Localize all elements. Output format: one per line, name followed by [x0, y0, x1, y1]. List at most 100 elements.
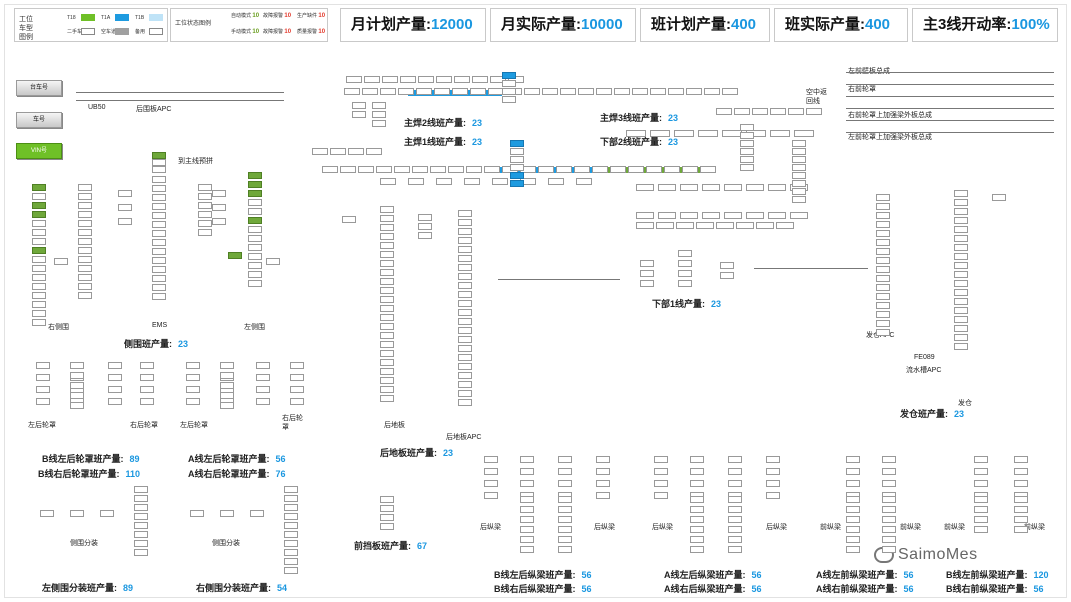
station-cell[interactable] [186, 362, 200, 369]
station-cell[interactable] [636, 222, 654, 229]
station-cell[interactable] [152, 166, 166, 173]
station-cell[interactable] [724, 212, 742, 219]
station-cell[interactable] [690, 480, 704, 487]
station-cell[interactable] [876, 248, 890, 255]
station-cell[interactable] [436, 76, 452, 83]
station-cell[interactable] [380, 395, 394, 402]
station-cell[interactable] [954, 244, 968, 251]
station-cell[interactable] [876, 329, 890, 336]
station-cell[interactable] [520, 506, 534, 513]
station-cell[interactable] [502, 80, 516, 87]
station-cell[interactable] [78, 292, 92, 299]
station-cell[interactable] [484, 468, 498, 475]
station-cell[interactable] [250, 510, 264, 517]
station-cell[interactable] [716, 108, 732, 115]
station-cell[interactable] [220, 392, 234, 399]
station-cell[interactable] [256, 374, 270, 381]
station-cell[interactable] [560, 88, 576, 95]
station-cell[interactable] [380, 251, 394, 258]
station-cell[interactable] [220, 510, 234, 517]
station-cell[interactable] [846, 546, 860, 553]
station-cell[interactable] [484, 492, 498, 499]
station-cell[interactable] [520, 456, 534, 463]
station-cell[interactable] [152, 257, 166, 264]
station-cell[interactable] [330, 148, 346, 155]
station-cell[interactable] [736, 222, 754, 229]
station-cell[interactable] [78, 274, 92, 281]
station-cell[interactable] [140, 386, 154, 393]
station-cell[interactable] [472, 76, 488, 83]
station-cell[interactable] [752, 108, 768, 115]
station-cell[interactable] [458, 345, 472, 352]
station-cell[interactable] [380, 377, 394, 384]
station-cell[interactable] [954, 208, 968, 215]
station-cell[interactable] [974, 516, 988, 523]
station-cell[interactable] [788, 108, 804, 115]
station-cell[interactable] [558, 506, 572, 513]
station-cell[interactable] [248, 181, 262, 188]
station-cell[interactable] [626, 130, 646, 137]
station-cell[interactable] [448, 166, 464, 173]
station-cell[interactable] [974, 526, 988, 533]
station-cell[interactable] [954, 298, 968, 305]
station-cell[interactable] [704, 88, 720, 95]
station-cell[interactable] [364, 76, 380, 83]
station-cell[interactable] [846, 496, 860, 503]
station-cell[interactable] [290, 362, 304, 369]
station-cell[interactable] [32, 238, 46, 245]
station-cell[interactable] [876, 257, 890, 264]
station-cell[interactable] [696, 222, 714, 229]
station-cell[interactable] [198, 184, 212, 191]
station-cell[interactable] [680, 184, 698, 191]
station-cell[interactable] [108, 398, 122, 405]
station-cell[interactable] [678, 270, 692, 277]
station-cell[interactable] [770, 108, 786, 115]
station-cell[interactable] [792, 196, 806, 203]
station-cell[interactable] [340, 166, 356, 173]
station-cell[interactable] [32, 319, 46, 326]
station-cell[interactable] [458, 255, 472, 262]
station-cell[interactable] [430, 166, 446, 173]
station-cell[interactable] [32, 292, 46, 299]
station-cell[interactable] [876, 293, 890, 300]
station-cell[interactable] [108, 386, 122, 393]
station-cell[interactable] [78, 211, 92, 218]
station-cell[interactable] [882, 526, 896, 533]
station-cell[interactable] [152, 185, 166, 192]
station-cell[interactable] [108, 374, 122, 381]
station-cell[interactable] [846, 468, 860, 475]
station-cell[interactable] [284, 558, 298, 565]
station-cell[interactable] [690, 516, 704, 523]
station-cell[interactable] [212, 204, 226, 211]
station-cell[interactable] [380, 215, 394, 222]
station-cell[interactable] [768, 184, 786, 191]
station-cell[interactable] [632, 88, 648, 95]
station-cell[interactable] [882, 536, 896, 543]
station-cell[interactable] [220, 402, 234, 409]
station-cell[interactable] [636, 212, 654, 219]
station-cell[interactable] [558, 526, 572, 533]
station-cell[interactable] [734, 108, 750, 115]
station-cell[interactable] [882, 480, 896, 487]
station-cell[interactable] [362, 88, 378, 95]
station-cell[interactable] [380, 296, 394, 303]
station-cell[interactable] [458, 381, 472, 388]
station-cell[interactable] [596, 480, 610, 487]
station-cell[interactable] [640, 260, 654, 267]
station-cell[interactable] [248, 271, 262, 278]
station-cell[interactable] [698, 130, 718, 137]
station-cell[interactable] [32, 256, 46, 263]
station-cell[interactable] [152, 194, 166, 201]
station-cell[interactable] [542, 88, 558, 95]
station-cell[interactable] [806, 108, 822, 115]
station-cell[interactable] [596, 492, 610, 499]
station-cell[interactable] [1014, 516, 1028, 523]
station-cell[interactable] [954, 271, 968, 278]
station-cell[interactable] [728, 468, 742, 475]
station-cell[interactable] [458, 282, 472, 289]
station-cell[interactable] [70, 510, 84, 517]
station-cell[interactable] [190, 510, 204, 517]
station-cell[interactable] [538, 166, 554, 173]
station-cell[interactable] [794, 130, 814, 137]
station-cell[interactable] [134, 531, 148, 538]
